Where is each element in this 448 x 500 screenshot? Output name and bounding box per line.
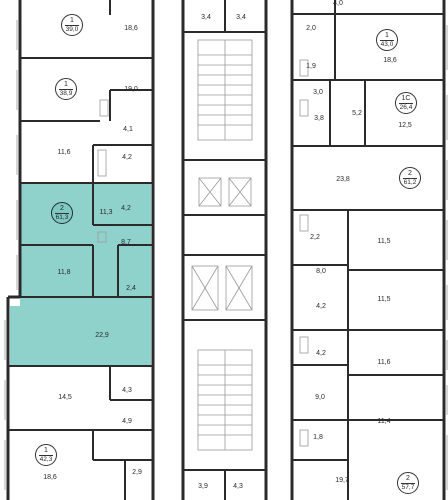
interior-walls bbox=[8, 0, 444, 500]
room-area-label: 23,8 bbox=[336, 176, 350, 183]
room-area-label: 11,5 bbox=[377, 296, 391, 303]
room-area-label: 22,9 bbox=[95, 332, 109, 339]
room-area-label: 3,9 bbox=[198, 483, 208, 490]
room-area-label: 8,0 bbox=[316, 268, 326, 275]
apartment-rooms: 2 bbox=[60, 205, 64, 212]
apartment-area: 61,2 bbox=[403, 178, 417, 186]
room-area-label: 4,3 bbox=[233, 483, 243, 490]
selected-apartment-area[interactable] bbox=[10, 183, 151, 366]
apartment-area: 61,3 bbox=[55, 213, 69, 221]
apartment-rooms: 1 bbox=[70, 17, 74, 24]
room-area-label: 4,3 bbox=[122, 387, 132, 394]
room-area-label: 2,2 bbox=[310, 234, 320, 241]
room-area-label: 11,3 bbox=[99, 209, 113, 216]
apartment-rooms: 1 bbox=[64, 81, 68, 88]
apartment-area: 39,0 bbox=[65, 25, 79, 33]
room-area-label: 4,2 bbox=[316, 303, 326, 310]
room-area-label: 4,2 bbox=[316, 350, 326, 357]
room-area-label: 2,4 bbox=[126, 285, 136, 292]
room-area-label: 5,2 bbox=[352, 110, 362, 117]
room-area-label: 4,0 bbox=[333, 0, 343, 7]
room-area-label: 3,0 bbox=[313, 89, 323, 96]
room-area-label: 1,9 bbox=[306, 63, 316, 70]
room-area-label: 3,4 bbox=[236, 14, 246, 21]
room-area-label: 3,4 bbox=[201, 14, 211, 21]
room-area-label: 4,1 bbox=[123, 126, 133, 133]
room-area-label: 1,8 bbox=[313, 434, 323, 441]
apartment-rooms: 1 bbox=[385, 32, 389, 39]
apartment-area: 38,9 bbox=[59, 89, 73, 97]
room-area-label: 11,8 bbox=[57, 269, 71, 276]
apartment-rooms: 2 bbox=[408, 170, 412, 177]
apartment-area: 43,0 bbox=[380, 40, 394, 48]
room-area-label: 11,5 bbox=[377, 238, 391, 245]
room-area-label: 11,6 bbox=[377, 359, 391, 366]
apartment-area: 42,3 bbox=[39, 455, 53, 463]
room-area-label: 2,0 bbox=[306, 25, 316, 32]
room-area-label: 12,5 bbox=[398, 122, 412, 129]
apartment-area: 26,4 bbox=[399, 103, 413, 111]
room-area-label: 4,2 bbox=[121, 205, 131, 212]
room-area-label: 11,4 bbox=[377, 418, 391, 425]
room-area-label: 14,5 bbox=[58, 394, 72, 401]
room-area-label: 19,0 bbox=[124, 86, 138, 93]
room-area-label: 4,2 bbox=[122, 154, 132, 161]
room-area-label: 2,9 bbox=[132, 469, 142, 476]
room-area-label: 18,6 bbox=[383, 57, 397, 64]
room-area-label: 9,0 bbox=[315, 394, 325, 401]
room-area-label: 8,7 bbox=[121, 239, 131, 246]
apartment-rooms: 1C bbox=[401, 95, 411, 102]
room-area-label: 3,8 bbox=[314, 115, 324, 122]
stair-and-lift-details bbox=[4, 20, 448, 490]
room-area-label: 18,6 bbox=[124, 25, 138, 32]
exterior-walls bbox=[6, 0, 446, 500]
room-area-label: 18,6 bbox=[43, 474, 57, 481]
room-area-label: 4,9 bbox=[122, 418, 132, 425]
apartment-rooms: 2 bbox=[406, 475, 410, 482]
apartment-rooms: 1 bbox=[44, 447, 48, 454]
room-area-label: 19,7 bbox=[335, 477, 349, 484]
apartment-area: 57,7 bbox=[401, 483, 415, 491]
room-area-label: 11,6 bbox=[57, 149, 71, 156]
